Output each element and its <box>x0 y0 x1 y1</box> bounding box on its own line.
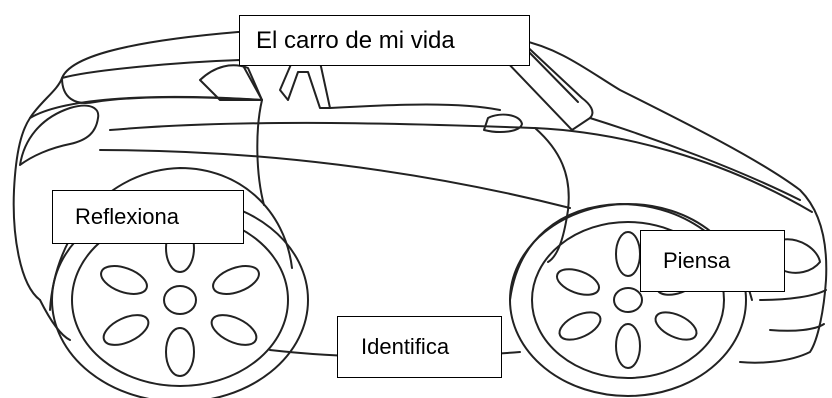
front-tire <box>509 203 747 397</box>
reflexiona-label: Reflexiona <box>75 204 179 229</box>
roll-bar <box>279 61 331 109</box>
headlight <box>779 238 821 274</box>
front-hub <box>613 287 643 313</box>
seat-back <box>199 64 263 101</box>
identifica-label: Identifica <box>361 334 450 359</box>
front-rim <box>531 221 725 379</box>
piensa-label: Piensa <box>663 248 731 273</box>
piensa-label-box: Piensa <box>640 230 785 292</box>
title-label-box: El carro de mi vida <box>239 15 530 66</box>
front-grille-line <box>769 323 825 332</box>
windshield-inner <box>526 49 579 103</box>
front-wheel <box>509 203 747 397</box>
tail-light <box>19 104 100 166</box>
front-spokes <box>555 231 701 369</box>
door-front-line <box>256 99 265 206</box>
door-crease <box>109 121 813 213</box>
rear-wheel-arch <box>49 167 293 311</box>
reflexiona-label-box: Reflexiona <box>52 190 244 244</box>
worksheet-title: El carro de mi vida <box>256 26 455 54</box>
rear-bumper-line <box>39 299 71 341</box>
front-bumper <box>759 289 827 301</box>
windshield <box>504 39 594 131</box>
interior-line <box>329 103 501 111</box>
identifica-label-box: Identifica <box>337 316 502 378</box>
rear-hub <box>163 285 197 315</box>
mirror <box>483 113 523 133</box>
hood-line <box>589 117 801 201</box>
rear-spokes <box>100 223 260 377</box>
door-rear-line <box>534 127 570 263</box>
belt-line <box>99 149 571 209</box>
